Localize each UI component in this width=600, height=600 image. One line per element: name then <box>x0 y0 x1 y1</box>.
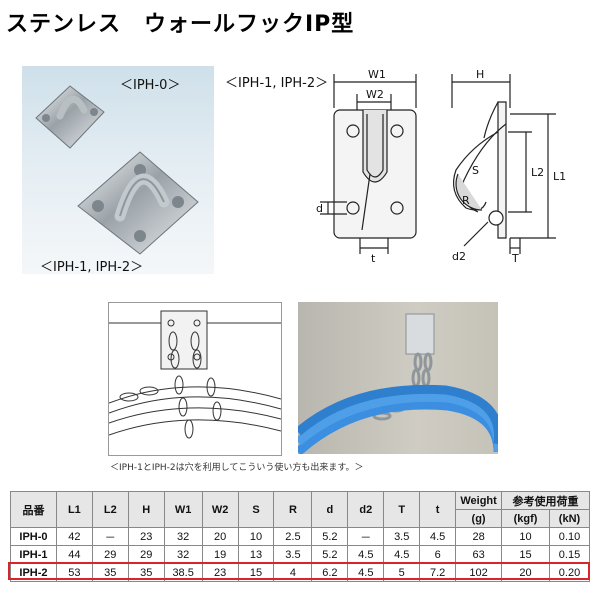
header-l1: L1 <box>55 491 93 528</box>
table-cell: － <box>347 527 385 546</box>
table-cell: 32 <box>163 545 203 564</box>
table-cell: 23 <box>127 527 165 546</box>
table-cell: 10 <box>501 527 550 546</box>
dim-w2: W2 <box>366 88 384 101</box>
table-cell: 3.5 <box>273 545 313 564</box>
table-row: IPH-1 44 29 29 32 19 13 3.5 5.2 4.5 4.5 … <box>10 545 591 564</box>
drawing-label: ＜IPH-1, IPH-2＞ <box>225 76 329 91</box>
table-cell: 4.5 <box>419 527 457 546</box>
dim-T: T <box>511 252 519 265</box>
header-w1: W1 <box>163 491 203 528</box>
dim-d2: d2 <box>452 250 466 263</box>
table-cell: 23 <box>201 563 239 582</box>
chain-illustration <box>108 310 282 439</box>
usage-caption: ＜IPH-1とIPH-2は穴を利用してこういう使い方も出来ます。＞ <box>110 463 364 473</box>
dim-h: H <box>476 68 484 81</box>
table-cell: 44 <box>55 545 93 564</box>
product-photo <box>22 66 214 274</box>
header-l2: L2 <box>91 491 129 528</box>
dim-r: R <box>462 194 470 207</box>
table-cell: 29 <box>91 545 129 564</box>
table-cell: 20 <box>201 527 239 546</box>
header-s: S <box>237 491 275 528</box>
table-cell: 0.10 <box>548 527 591 546</box>
table-cell: 0.15 <box>548 545 591 564</box>
cell-part-no: IPH-0 <box>10 527 57 546</box>
dim-s: S <box>472 164 479 177</box>
hook-photo-graphic <box>35 85 199 255</box>
header-load: 参考使用荷重 <box>501 491 590 510</box>
table-cell: 5.2 <box>311 545 349 564</box>
iph12-photo <box>77 151 199 255</box>
dim-w1: W1 <box>368 68 386 81</box>
header-weight-unit: (g) <box>455 509 503 528</box>
header-weight: Weight <box>455 491 503 510</box>
header-T: T <box>383 491 421 528</box>
highlight-row-iph2 <box>8 562 590 580</box>
iph12-photo-label: ＜IPH-1, IPH-2＞ <box>40 260 144 275</box>
table-row: IPH-0 42 － 23 32 20 10 2.5 5.2 － 3.5 4.5… <box>10 527 591 546</box>
table-cell: 102 <box>455 563 503 582</box>
iph0-photo <box>35 85 105 149</box>
page-title: ステンレス ウォールフックIP型 <box>6 12 355 37</box>
table-cell: 28 <box>455 527 503 546</box>
header-t: t <box>419 491 457 528</box>
header-w2: W2 <box>201 491 239 528</box>
table-cell: 38.5 <box>163 563 203 582</box>
header-part-no: 品番 <box>10 491 57 528</box>
table-cell: 42 <box>55 527 93 546</box>
table-cell: 4.5 <box>383 545 421 564</box>
table-cell: 3.5 <box>383 527 421 546</box>
header-r: R <box>273 491 313 528</box>
header-d2: d2 <box>347 491 385 528</box>
table-cell: 5.2 <box>311 527 349 546</box>
table-cell: 29 <box>127 545 165 564</box>
header-load-kgf: (kgf) <box>501 509 550 528</box>
cell-part-no: IPH-1 <box>10 545 57 564</box>
dim-l1: L1 <box>553 170 566 183</box>
table-cell: 4 <box>273 563 313 582</box>
table-cell: 35 <box>127 563 165 582</box>
table-cell: 4.5 <box>347 545 385 564</box>
table-cell: － <box>91 527 129 546</box>
table-cell: 0.20 <box>548 563 591 582</box>
technical-drawing: W1 W2 d t H L1 L2 S R d2 T <box>316 68 566 265</box>
dim-l2: L2 <box>531 166 544 179</box>
table-row: IPH-2 53 35 35 38.5 23 15 4 6.2 4.5 5 7.… <box>10 563 591 582</box>
table-cell: 13 <box>237 545 275 564</box>
header-d: d <box>311 491 349 528</box>
table-cell: 63 <box>455 545 503 564</box>
cell-part-no: IPH-2 <box>10 563 57 582</box>
usage-photo <box>298 302 498 454</box>
table-cell: 15 <box>501 545 550 564</box>
table-cell: 2.5 <box>273 527 313 546</box>
hose-photo-graphic <box>298 313 498 454</box>
dim-d: d <box>316 202 323 215</box>
usage-illustration <box>108 302 282 456</box>
table-cell: 19 <box>201 545 239 564</box>
table-cell: 6 <box>419 545 457 564</box>
table-cell: 6.2 <box>311 563 349 582</box>
table-cell: 7.2 <box>419 563 457 582</box>
iph0-label: ＜IPH-0＞ <box>120 78 181 93</box>
header-load-kn: (kN) <box>548 509 591 528</box>
table-cell: 20 <box>501 563 550 582</box>
spec-table: 品番 L1 L2 H W1 W2 S R d d2 T t Weight 参考使… <box>10 491 591 582</box>
table-cell: 32 <box>163 527 203 546</box>
table-header-row: 品番 L1 L2 H W1 W2 S R d d2 T t Weight 参考使… <box>10 491 590 528</box>
dim-t: t <box>371 252 376 265</box>
table-cell: 10 <box>237 527 275 546</box>
header-h: H <box>127 491 165 528</box>
